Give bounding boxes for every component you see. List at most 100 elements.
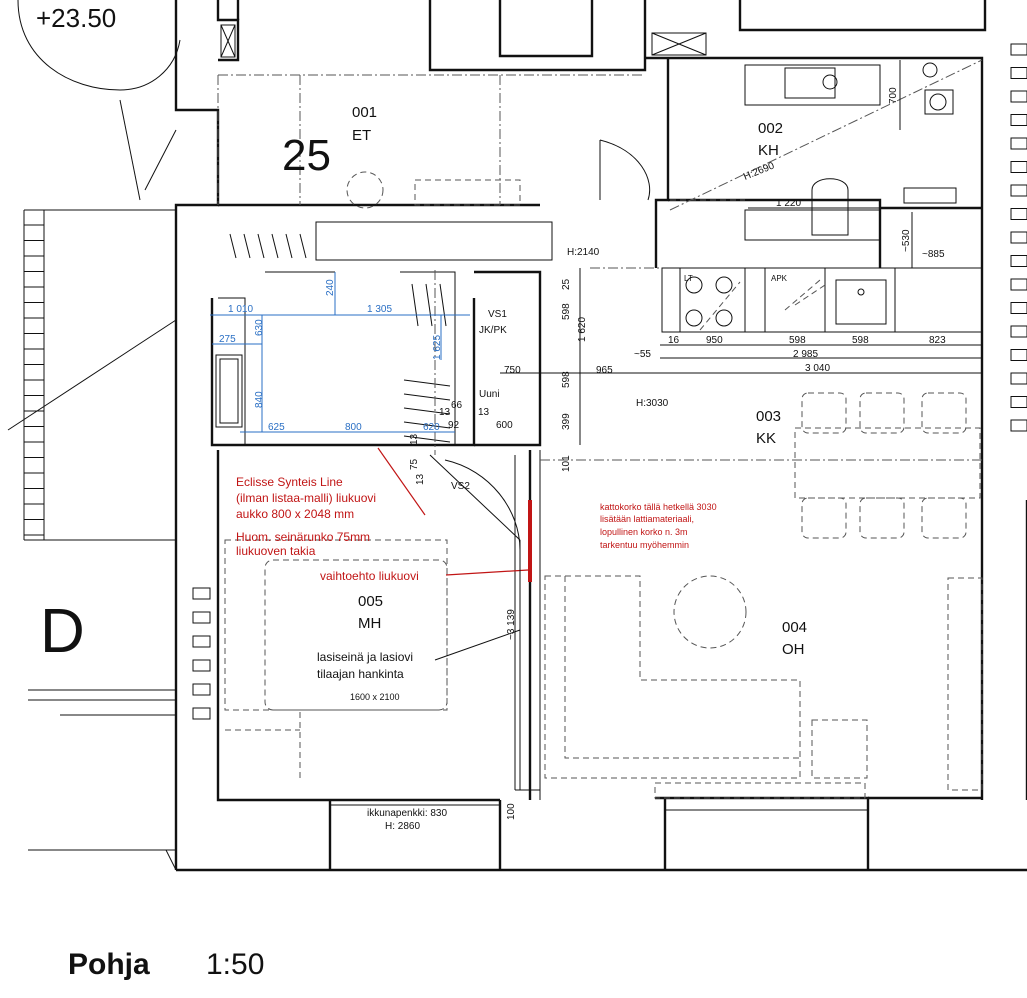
facade-panel <box>1010 161 1027 173</box>
facade-panel <box>1010 396 1027 408</box>
bedroom-furniture <box>224 454 521 780</box>
vs1-label: VS1 <box>488 309 507 320</box>
svg-text:800: 800 <box>345 422 362 433</box>
svg-text:840: 840 <box>254 391 265 408</box>
room-code-005: 005 <box>358 593 383 610</box>
ceiling-note: kattokorko tällä hetkellä 3030 lisätään … <box>600 502 717 550</box>
svg-text:600: 600 <box>496 420 513 431</box>
dining-chair <box>859 497 905 539</box>
facade-panel <box>1010 208 1027 220</box>
svg-text:101: 101 <box>561 455 572 472</box>
exterior-walls <box>174 0 1027 872</box>
dimensions-black: 700 1 220 ~530 ~885 25 598 1 620 598 399… <box>409 60 982 820</box>
facade-panel <box>1010 43 1027 56</box>
svg-text:13: 13 <box>415 473 426 485</box>
living-room-furniture <box>329 575 983 871</box>
svg-text:625: 625 <box>268 422 285 433</box>
svg-text:1 305: 1 305 <box>367 304 392 315</box>
svg-text:630: 630 <box>254 319 265 336</box>
svg-text:~885: ~885 <box>922 249 945 260</box>
svg-text:399: 399 <box>561 413 572 430</box>
svg-text:620: 620 <box>423 422 440 433</box>
facade-panel <box>192 683 211 696</box>
height-3030: H:3030 <box>636 398 669 409</box>
svg-text:1 620: 1 620 <box>577 317 588 342</box>
svg-text:66: 66 <box>451 400 463 411</box>
bedroom-door-swing <box>444 459 521 551</box>
svg-text:3 040: 3 040 <box>805 363 830 374</box>
svg-text:750: 750 <box>504 365 521 376</box>
glass-note-line1: lasiseinä ja lasiovi <box>317 650 413 664</box>
facade-panel <box>1010 278 1027 291</box>
svg-text:965: 965 <box>596 365 613 376</box>
height-2690: H:2690 <box>742 160 776 182</box>
staircase <box>7 99 177 541</box>
svg-text:598: 598 <box>561 371 572 388</box>
glass-note-line2: tilaajan hankinta <box>317 667 404 681</box>
dining-chair <box>859 392 905 434</box>
svg-text:100: 100 <box>506 803 517 820</box>
svg-text:2 985: 2 985 <box>793 349 818 360</box>
window-bench-note: ikkunapenkki: 830 <box>367 808 447 819</box>
svg-text:1 625: 1 625 <box>432 335 443 360</box>
svg-text:~530: ~530 <box>901 229 912 252</box>
svg-text:lopullinen korko n. 3m: lopullinen korko n. 3m <box>600 527 688 537</box>
svg-text:13: 13 <box>478 407 490 418</box>
alt-door-note: vaihtoehto liukuovi <box>320 569 419 583</box>
facade-panel <box>1010 419 1027 432</box>
room-code-002: 002 <box>758 120 783 137</box>
svg-text:liukuoven takia: liukuoven takia <box>236 544 316 558</box>
height-2860: H: 2860 <box>385 821 420 832</box>
room-code-004: 004 <box>782 619 807 636</box>
apk-label: APK <box>771 274 788 283</box>
svg-text:598: 598 <box>561 303 572 320</box>
svg-text:Huom. seinärunko 75mm: Huom. seinärunko 75mm <box>236 530 370 544</box>
dining-table <box>794 392 981 539</box>
svg-text:823: 823 <box>929 335 946 346</box>
facade-panel <box>1010 137 1027 150</box>
window-frame-top-left <box>220 24 236 58</box>
svg-text:75: 75 <box>409 458 420 470</box>
room-name-004: OH <box>782 641 805 658</box>
svg-text:16: 16 <box>668 335 680 346</box>
facade-panel <box>1010 349 1027 361</box>
svg-text:700: 700 <box>888 87 899 104</box>
facade-panel <box>1010 184 1027 197</box>
facade-panels-right <box>1010 43 1027 800</box>
facade-panel <box>192 707 211 720</box>
facade-panels-left <box>192 587 211 720</box>
room-code-001: 001 <box>352 104 377 121</box>
oven-label: Uuni <box>479 389 500 400</box>
room-name-001: ET <box>352 127 371 144</box>
svg-text:tarkentuu myöhemmin: tarkentuu myöhemmin <box>600 540 689 550</box>
elevation-label: +23.50 <box>36 3 116 33</box>
facade-panel <box>192 587 211 600</box>
svg-text:1 220: 1 220 <box>776 198 801 209</box>
lt-label: LT <box>684 274 693 283</box>
facade-panel <box>1010 325 1027 338</box>
svg-text:598: 598 <box>789 335 806 346</box>
jkpk-label: JK/PK <box>479 325 507 336</box>
height-2140: H:2140 <box>567 247 600 258</box>
vent-box <box>651 32 707 56</box>
facade-panel <box>1010 114 1027 126</box>
facade-panel <box>192 611 211 624</box>
block-letter: D <box>40 597 85 666</box>
svg-text:~55: ~55 <box>634 349 651 360</box>
eclisse-note: Eclisse Synteis Line (ilman listaa-malli… <box>236 475 376 558</box>
svg-text:598: 598 <box>852 335 869 346</box>
svg-text:1 010: 1 010 <box>228 304 253 315</box>
facade-panel <box>1010 67 1027 79</box>
facade-panel <box>1010 90 1027 103</box>
room-code-003: 003 <box>756 408 781 425</box>
facade-panel <box>192 635 211 648</box>
svg-text:aukko 800 x 2048 mm: aukko 800 x 2048 mm <box>236 507 354 521</box>
svg-text:13: 13 <box>439 407 451 418</box>
entry-door-swing <box>599 139 651 201</box>
room-name-003: KK <box>756 430 776 447</box>
facade-panel <box>1010 255 1027 267</box>
svg-text:25: 25 <box>561 278 572 290</box>
svg-text:240: 240 <box>325 279 336 296</box>
kitchen-counter <box>661 267 983 333</box>
